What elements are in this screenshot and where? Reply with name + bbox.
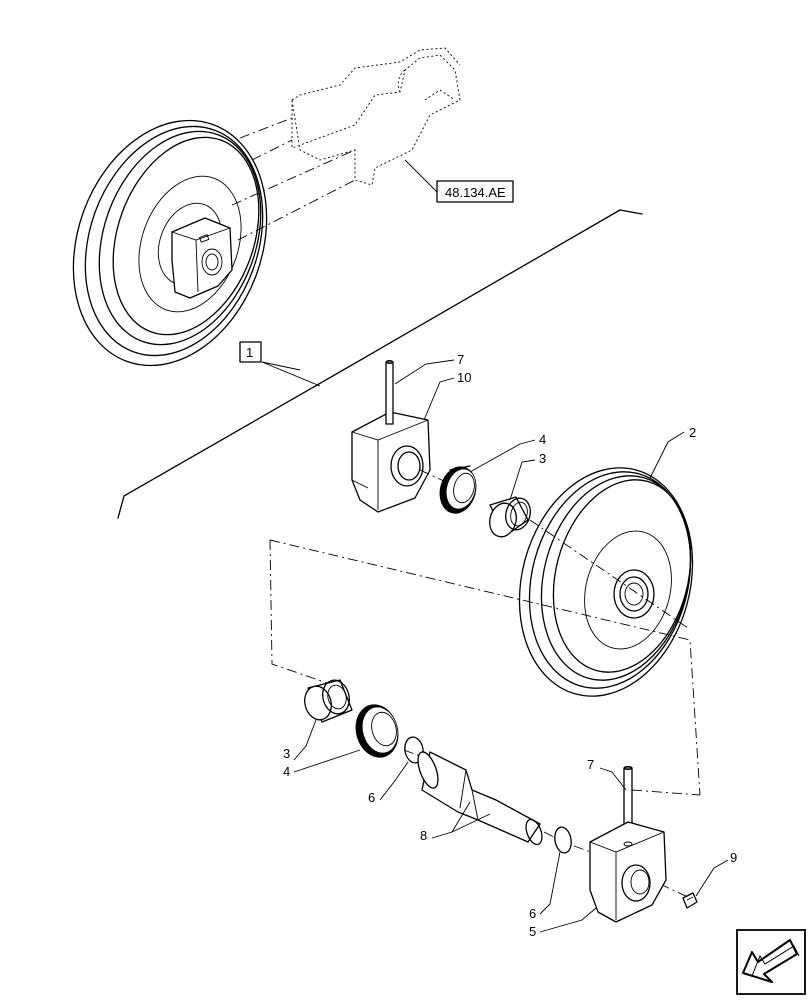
arrow-down-left-icon[interactable] <box>736 929 806 995</box>
seal-lower <box>355 704 399 758</box>
callout-9: 9 <box>730 850 737 865</box>
callout-3-bottom: 3 <box>283 746 290 761</box>
callout-2: 2 <box>689 425 696 440</box>
callout-10: 10 <box>457 370 471 385</box>
support-bracket-upper <box>351 411 431 513</box>
callout-7-bottom: 7 <box>587 757 594 772</box>
bushing-lower <box>304 679 353 723</box>
snap-ring-right <box>554 826 572 854</box>
bushing-upper <box>489 496 531 538</box>
reference-box[interactable] <box>436 180 514 203</box>
seal-upper <box>439 465 477 514</box>
callout-5: 5 <box>529 924 536 939</box>
group-box-label: 1 <box>246 345 253 360</box>
callout-4-bottom: 4 <box>283 764 290 779</box>
support-bracket-lower <box>589 821 667 923</box>
idler-wheel <box>518 467 694 697</box>
callout-6-right: 6 <box>529 906 536 921</box>
callout-8: 8 <box>420 828 427 843</box>
snap-ring-left <box>404 736 424 764</box>
grease-nipple <box>682 892 698 909</box>
callout-6-left: 6 <box>368 790 375 805</box>
reference-label: 48.134.AE <box>445 185 506 200</box>
shaft <box>417 751 543 846</box>
top-idler-wheel <box>72 119 268 367</box>
callout-4-top: 4 <box>539 432 546 447</box>
callout-3-top: 3 <box>539 451 546 466</box>
callout-7-top: 7 <box>457 352 464 367</box>
group-box[interactable] <box>239 341 262 363</box>
frame-arm <box>291 47 461 186</box>
